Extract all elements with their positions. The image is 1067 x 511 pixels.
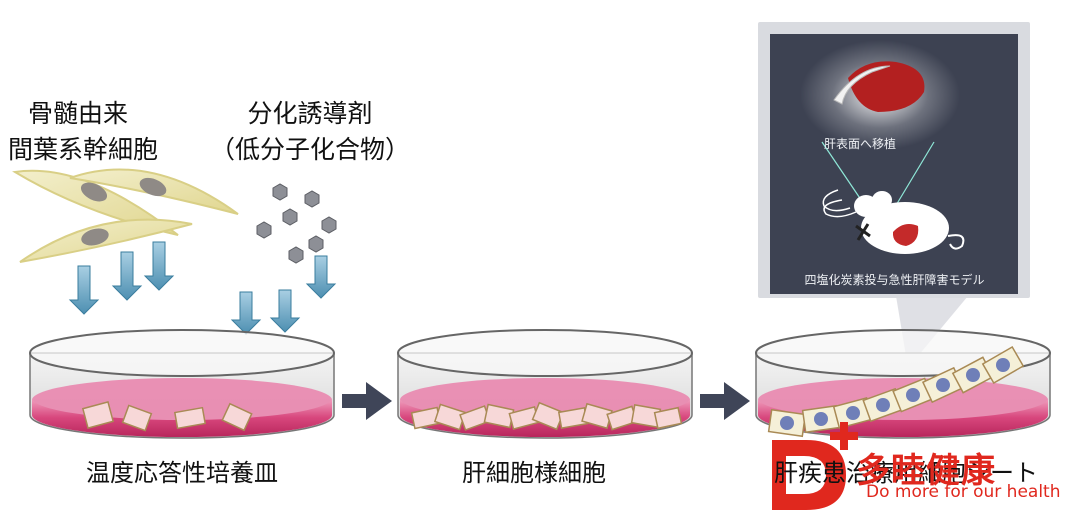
cell-nucleus [80,182,108,202]
plus-icon [830,422,858,450]
molecule-hexagon-icon [282,208,298,226]
cell-nucleus [846,406,860,420]
cell-nucleus [996,358,1010,372]
cell [173,406,207,430]
cell-sheet [767,345,1025,438]
cell-nucleus [780,416,794,430]
inset-caption: 四塩化炭素投与急性肝障害モデル [804,273,985,287]
logo-brand-name: 多睦健康 [856,451,996,491]
down-arrow-icon [230,291,262,335]
down-arrow-icon [111,251,143,301]
cell-nucleus [936,378,950,392]
molecule-hexagon-icon [308,235,324,253]
molecule-hexagon-icon [304,190,320,208]
cell-sheet-icon [833,65,891,105]
down-arrow-icon [68,265,100,315]
dish1-label: 温度応答性培養皿 [86,459,278,487]
inducer-label-line1: 分化誘導剤 [247,99,373,128]
cell [121,404,153,432]
dish3-label: 肝疾患治療用細胞シート [774,459,1038,487]
inducer-label-line2: （低分子化合物） [209,135,410,164]
molecule-hexagon-icon [321,216,337,234]
seeded-cells [81,401,253,432]
molecule-hexagon-icon [256,221,272,239]
logo-tagline: Do more for our health [866,482,1061,502]
culture-dish-3 [755,329,1051,439]
molecule-hexagon-icon [272,183,288,201]
mouse-icon [822,189,965,254]
cell [653,406,683,430]
molecule-arrows [230,255,337,335]
cell-nucleus [966,368,980,382]
down-arrow-icon [269,289,301,333]
stem-cell [19,218,193,263]
stem-cells [12,168,239,263]
inset-title: 肝表面へ移植 [823,137,896,151]
molecule-hexagon-icon [288,246,304,264]
cell-nucleus [81,228,109,246]
molecules [256,183,337,264]
cell-nucleus [906,388,920,402]
msc-label: 骨髄由来 間葉系幹細胞 [8,99,159,164]
cell-nucleus [876,398,890,412]
dish2-label: 肝細胞様細胞 [462,459,606,487]
culture-dish-2 [397,329,693,439]
brand-logo [772,422,858,510]
cell [221,402,253,432]
down-arrow-icon [143,241,175,291]
down-arrow-icon [305,255,337,299]
right-arrow-icon [700,382,750,420]
cell [81,401,115,429]
cell-nucleus [814,412,828,426]
right-arrow-icon [342,382,392,420]
culture-dish-1 [29,329,335,439]
stem-cell-arrows [68,241,175,315]
cell-nucleus [139,177,167,197]
hepatocyte-like-cells [410,401,683,431]
mouse-liver-icon [892,224,919,246]
transplant-inset [758,22,1030,368]
